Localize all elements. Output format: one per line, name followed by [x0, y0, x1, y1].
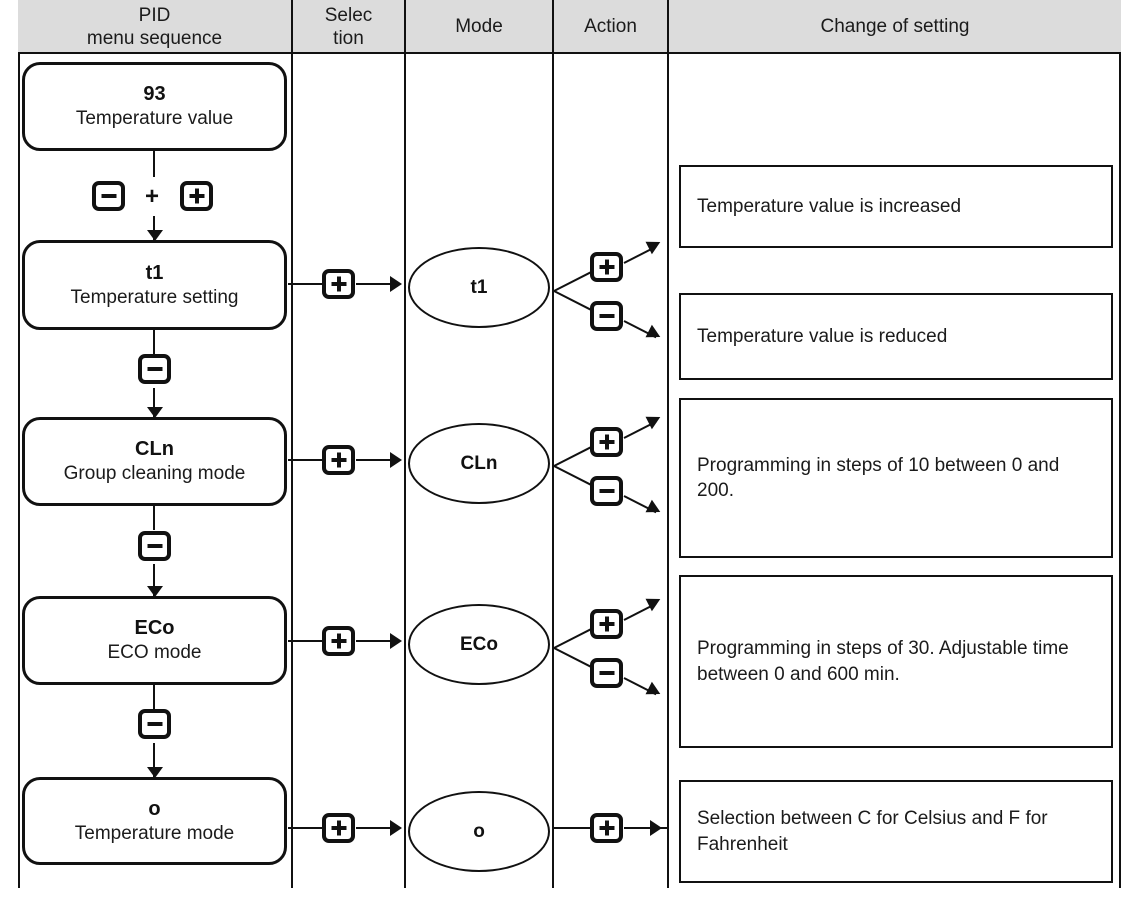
table-frame: [18, 0, 1121, 890]
header-cell-mode: Mode: [406, 0, 552, 54]
column-separator-3: [552, 0, 554, 890]
selection-outbound-line-4: [356, 827, 392, 829]
arrowhead-right-icon-action-4: [650, 820, 662, 836]
header-mode-line1: Mode: [455, 16, 503, 38]
connector-line-a: [153, 151, 155, 177]
connector-line-e: [153, 506, 155, 530]
column-separator-2: [404, 0, 406, 890]
connector-line-h: [153, 743, 155, 777]
bottom-edge: [18, 888, 1121, 890]
plus-key-icon-combo[interactable]: [180, 181, 213, 211]
header-pid-line1: PID: [138, 4, 171, 26]
connector-line-d: [153, 388, 155, 418]
mode-ellipse-o[interactable]: o: [408, 791, 550, 872]
action-plus-key-icon-3[interactable]: [590, 609, 623, 639]
selection-plus-key-icon-3[interactable]: [322, 626, 355, 656]
mode-ellipse-eco[interactable]: ECo: [408, 604, 550, 685]
pid-code-0: 93: [143, 83, 166, 106]
selection-inbound-line-3: [288, 640, 322, 642]
setting-box-eco-steps: Programming in steps of 30. Adjustable t…: [679, 575, 1113, 748]
selection-outbound-line-1: [356, 283, 392, 285]
action-minus-key-icon-2[interactable]: [590, 476, 623, 506]
header-pid-line2: menu sequence: [86, 28, 223, 49]
selection-inbound-line-2: [288, 459, 322, 461]
arrowhead-right-icon-1: [390, 276, 402, 292]
setting-box-temperature-unit: Selection between C for Celsius and F fo…: [679, 780, 1113, 883]
action-plus-key-icon-1[interactable]: [590, 252, 623, 282]
arrowhead-right-icon-2: [390, 452, 402, 468]
pid-code-4: o: [148, 797, 161, 820]
header-cell-pid-menu-sequence: PID menu sequence: [18, 0, 291, 54]
mode-ellipse-t1[interactable]: t1: [408, 247, 550, 328]
header-selection-line2: tion: [333, 28, 364, 49]
arrowhead-right-icon-4: [390, 820, 402, 836]
pid-box-group-cleaning-mode[interactable]: CLn Group cleaning mode: [22, 417, 287, 506]
action-plus-key-icon-4[interactable]: [590, 813, 623, 843]
arrowhead-down-icon-1: [147, 230, 163, 241]
pid-code-1: t1: [145, 261, 164, 284]
arrowhead-down-icon-3: [147, 586, 163, 597]
column-separator-1: [291, 0, 293, 890]
setting-text-1: Temperature value is reduced: [697, 325, 948, 347]
header-cell-change-of-setting: Change of setting: [669, 0, 1121, 54]
mode-ellipse-cln[interactable]: CLn: [408, 423, 550, 504]
setting-text-3: Programming in steps of 30. Adjustable t…: [697, 638, 1069, 685]
header-cell-selection: Selec tion: [293, 0, 404, 54]
setting-box-cleaning-steps: Programming in steps of 10 between 0 and…: [679, 398, 1113, 558]
pid-label-4: Temperature mode: [74, 822, 235, 844]
arrowhead-down-icon-2: [147, 407, 163, 418]
connector-line-b: [153, 216, 155, 241]
pid-box-temperature-value[interactable]: 93 Temperature value: [22, 62, 287, 151]
selection-inbound-line-4: [288, 827, 322, 829]
pid-label-0: Temperature value: [75, 108, 234, 130]
combo-join-label: +: [145, 183, 160, 210]
action-plus-key-icon-2[interactable]: [590, 427, 623, 457]
connector-line-g: [153, 685, 155, 709]
selection-plus-key-icon-4[interactable]: [322, 813, 355, 843]
selection-outbound-line-2: [356, 459, 392, 461]
connector-line-f: [153, 564, 155, 596]
action-outbound-line-4: [624, 827, 668, 829]
pid-label-1: Temperature setting: [70, 286, 239, 308]
setting-text-4: Selection between C for Celsius and F fo…: [697, 808, 1048, 855]
setting-text-0: Temperature value is increased: [697, 195, 962, 217]
action-minus-key-icon-3[interactable]: [590, 658, 623, 688]
pid-label-3: ECO mode: [107, 642, 202, 664]
arrowhead-down-icon-4: [147, 767, 163, 778]
selection-plus-key-icon-2[interactable]: [322, 445, 355, 475]
action-branch-straight-4: [554, 827, 590, 829]
pid-box-eco-mode[interactable]: ECo ECO mode: [22, 596, 287, 685]
selection-plus-key-icon-1[interactable]: [322, 269, 355, 299]
column-separator-4: [667, 0, 669, 890]
pid-box-temperature-mode[interactable]: o Temperature mode: [22, 777, 287, 865]
arrowhead-right-icon-3: [390, 633, 402, 649]
pid-label-2: Group cleaning mode: [63, 463, 246, 485]
selection-inbound-line-1: [288, 283, 322, 285]
pid-box-temperature-setting[interactable]: t1 Temperature setting: [22, 240, 287, 330]
connector-line-c: [153, 330, 155, 355]
minus-key-icon-step-3[interactable]: [138, 709, 171, 739]
header-selection-line1: Selec: [324, 4, 373, 26]
setting-box-temperature-reduced: Temperature value is reduced: [679, 293, 1113, 380]
minus-key-icon-step-1[interactable]: [138, 354, 171, 384]
table-header-band: [18, 0, 1121, 54]
selection-outbound-line-3: [356, 640, 392, 642]
minus-key-icon-step-2[interactable]: [138, 531, 171, 561]
header-action-line1: Action: [584, 16, 637, 38]
setting-box-temperature-increased: Temperature value is increased: [679, 165, 1113, 248]
action-minus-key-icon-1[interactable]: [590, 301, 623, 331]
setting-text-2: Programming in steps of 10 between 0 and…: [697, 454, 1060, 501]
pid-code-2: CLn: [135, 438, 174, 461]
minus-key-icon-combo[interactable]: [92, 181, 125, 211]
header-change-line1: Change of setting: [820, 16, 970, 38]
header-cell-action: Action: [554, 0, 667, 54]
pid-code-3: ECo: [134, 617, 175, 640]
